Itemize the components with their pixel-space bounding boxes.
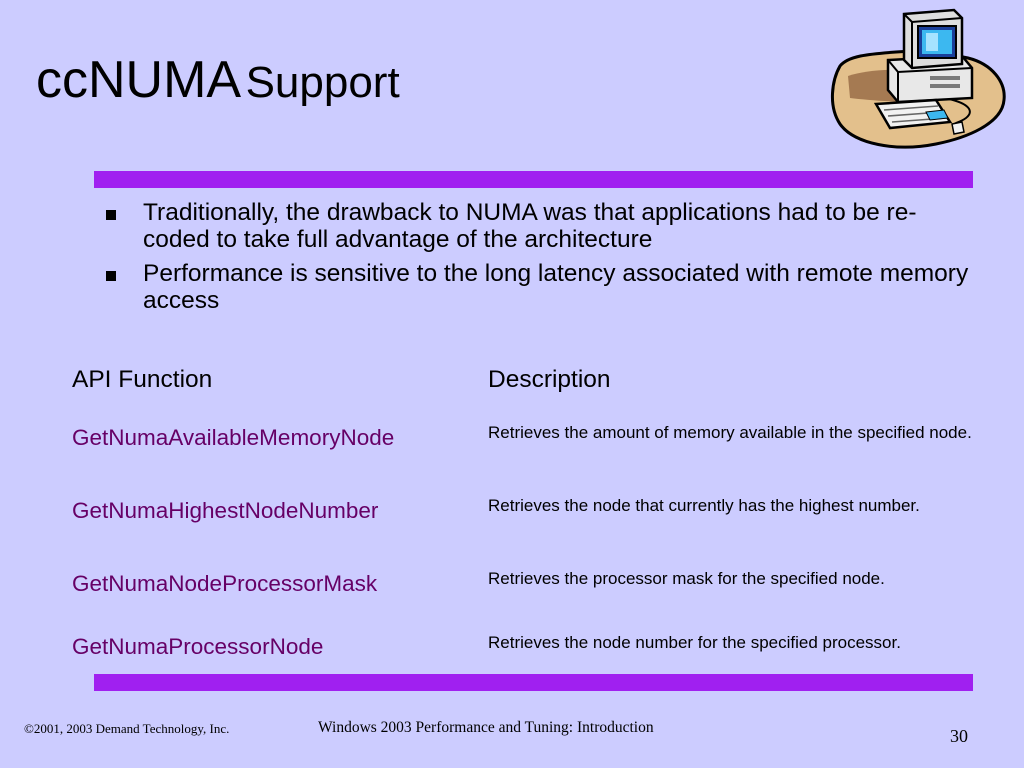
- api-function-name: GetNumaHighestNodeNumber: [72, 498, 379, 523]
- slide-title: ccNUMA Support: [36, 54, 400, 106]
- bullet-item: Traditionally, the drawback to NUMA was …: [106, 199, 976, 253]
- bottom-divider: [94, 674, 973, 691]
- top-divider: [94, 171, 973, 188]
- api-function-description: Retrieves the node that currently has th…: [488, 496, 920, 515]
- title-sub: Support: [245, 58, 400, 107]
- api-function-name: GetNumaProcessorNode: [72, 634, 324, 659]
- api-function-description: Retrieves the amount of memory available…: [488, 423, 972, 442]
- bullet-item: Performance is sensitive to the long lat…: [106, 260, 976, 314]
- bullet-list: Traditionally, the drawback to NUMA was …: [106, 199, 976, 321]
- api-function-description: Retrieves the processor mask for the spe…: [488, 569, 885, 588]
- bullet-text: Performance is sensitive to the long lat…: [143, 260, 969, 314]
- desktop-computer-icon: [830, 8, 1006, 149]
- bullet-text: Traditionally, the drawback to NUMA was …: [143, 199, 917, 253]
- square-bullet-icon: [106, 271, 116, 281]
- slide-number: 30: [950, 726, 968, 746]
- api-function-name: GetNumaNodeProcessorMask: [72, 571, 378, 596]
- api-function-name: GetNumaAvailableMemoryNode: [72, 425, 395, 450]
- title-main: ccNUMA: [36, 51, 242, 109]
- square-bullet-icon: [106, 210, 116, 220]
- footer-copyright: ©2001, 2003 Demand Technology, Inc.: [24, 721, 230, 736]
- header-description: Description: [488, 366, 611, 393]
- header-api-function: API Function: [72, 366, 213, 393]
- footer-course-title: Windows 2003 Performance and Tuning: Int…: [318, 719, 654, 736]
- api-function-description: Retrieves the node number for the specif…: [488, 633, 901, 652]
